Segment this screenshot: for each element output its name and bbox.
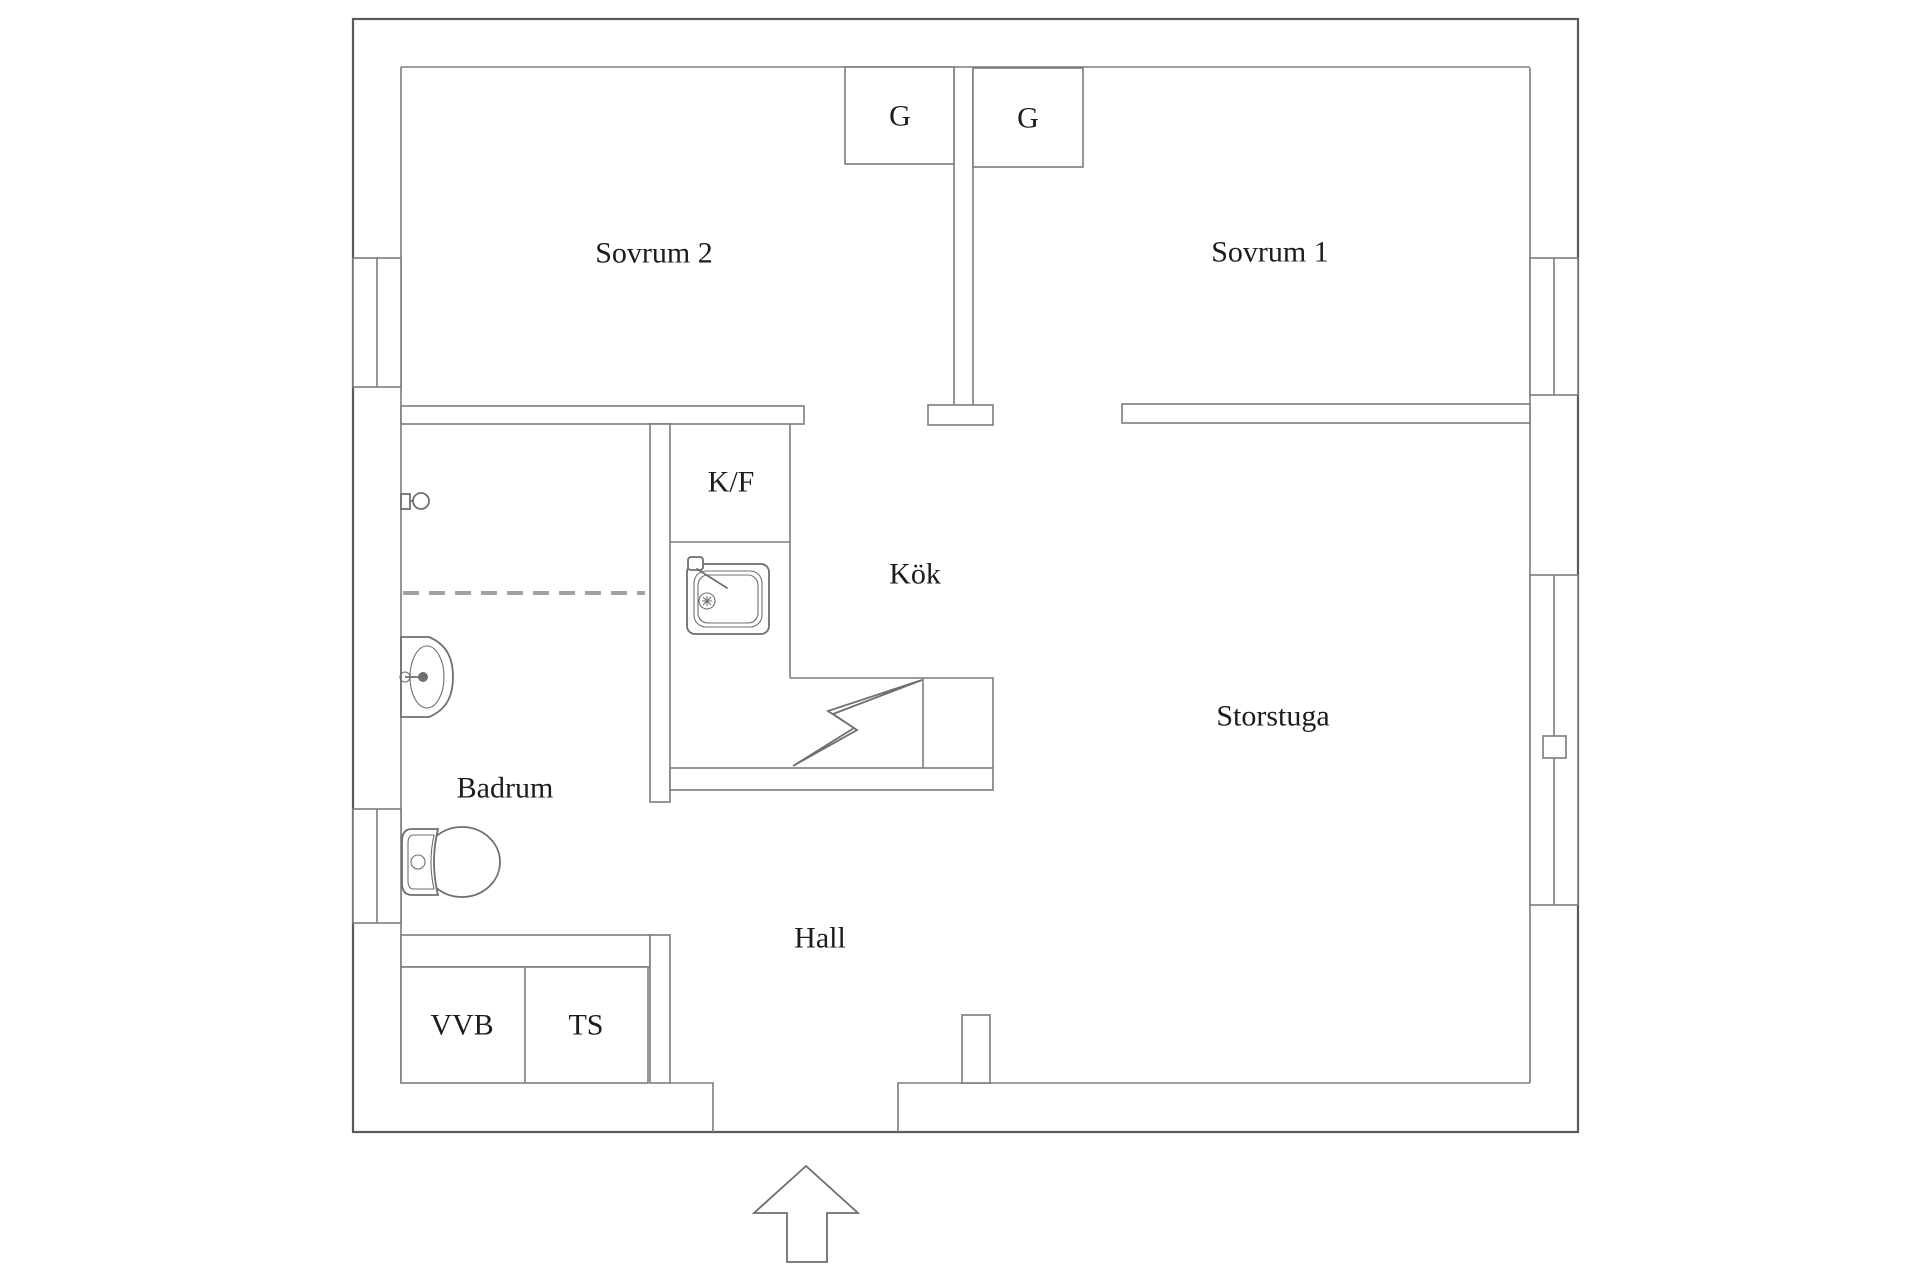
room-label-sovrum2: Sovrum 2	[595, 237, 713, 270]
toilet-icon	[401, 826, 501, 898]
wardrobe-left-box	[844, 66, 955, 165]
wall-badrum-bottom	[400, 934, 651, 968]
closet-label-g-right: G	[1017, 102, 1039, 135]
entrance-arrow-icon	[751, 1164, 861, 1263]
room-label-storstuga: Storstuga	[1216, 700, 1329, 733]
window-storstuga	[1529, 574, 1579, 906]
room-label-kok: Kök	[889, 558, 941, 591]
room-label-sovrum1: Sovrum 1	[1211, 236, 1329, 269]
window-badrum	[352, 808, 402, 924]
bathroom-sink-icon	[399, 636, 454, 718]
wall-badrum-right-upper	[649, 423, 671, 803]
closet-label-kf: K/F	[708, 466, 755, 499]
stove-icon	[792, 679, 923, 767]
shower-mixer-icon	[400, 492, 430, 510]
wall-sovrum2-bottom	[400, 405, 805, 425]
room-labels: Sovrum 2 Sovrum 1 G G K/F Kök Storstuga …	[430, 100, 1329, 1042]
wall-kitchen-bottom	[669, 767, 994, 791]
wall-sovrum1-bottom	[1121, 403, 1531, 424]
room-label-hall: Hall	[794, 922, 846, 955]
wall-badrum-right-lower	[649, 934, 671, 1084]
wall-hall-stub	[961, 1014, 991, 1084]
room-label-badrum: Badrum	[457, 772, 554, 805]
kitchen-counter	[670, 424, 994, 768]
kitchen-sink-icon	[686, 556, 770, 635]
interior-wall-blocks	[400, 403, 1531, 1084]
window-handle-icon	[1542, 735, 1567, 759]
closet-label-ts: TS	[568, 1009, 603, 1042]
wardrobe-right-box	[972, 67, 1084, 168]
window-sovrum1	[1529, 257, 1579, 396]
wall-central-foot	[927, 404, 994, 426]
closet-label-g-left: G	[889, 100, 911, 133]
closet-label-vvb: VVB	[430, 1009, 493, 1042]
window-sovrum2	[352, 257, 402, 388]
closet-vvb-ts	[400, 966, 649, 1084]
